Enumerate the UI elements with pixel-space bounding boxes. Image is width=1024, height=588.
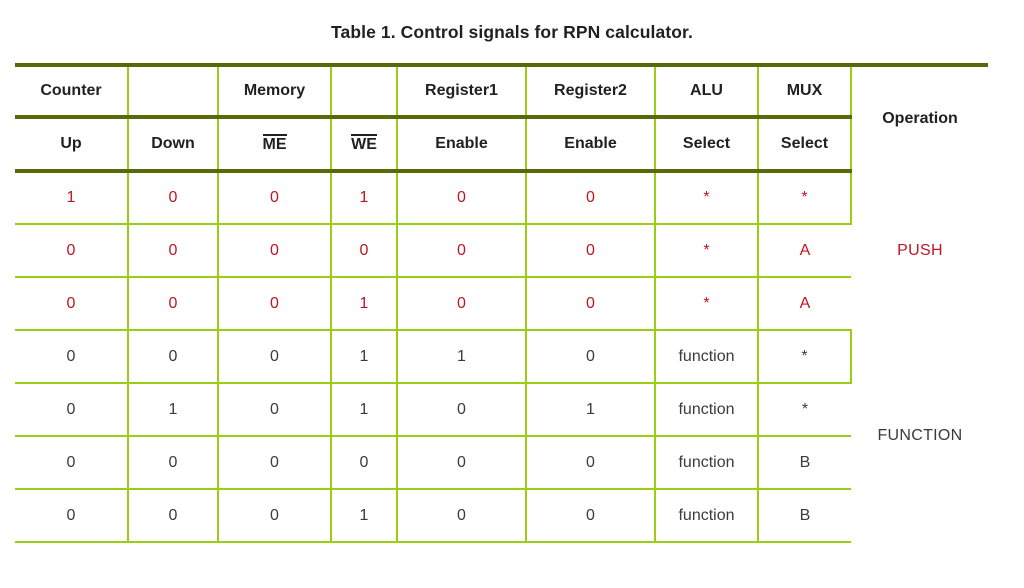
cell-we: 0 [330, 224, 397, 278]
header-group-blank-down [127, 63, 218, 119]
table-row: 0 0 0 0 0 0 * A [15, 224, 988, 278]
cell-register2: 0 [525, 277, 655, 331]
cell-we: 1 [330, 330, 397, 384]
cell-alu: function [654, 489, 758, 543]
header-group-counter: Counter [15, 63, 128, 119]
cell-me: 0 [217, 171, 331, 225]
table-header-row-units: Counter Memory Register1 Register2 ALU M… [15, 63, 988, 171]
cell-we: 1 [330, 277, 397, 331]
cell-me: 0 [217, 224, 331, 278]
header-signal-alu-select: Select [654, 117, 758, 173]
cell-mux: B [757, 436, 851, 490]
header-signal-up: Up [15, 117, 128, 173]
cell-down: 1 [127, 383, 218, 437]
cell-alu: function [654, 383, 758, 437]
cell-up: 0 [15, 330, 128, 384]
table-row: 1 0 0 1 0 0 * * PUSH [15, 171, 988, 330]
operation-cell-function: FUNCTION [851, 330, 988, 542]
cell-me: 0 [217, 330, 331, 384]
header-signal-mux-select-label: Select [780, 135, 829, 152]
cell-mux: * [757, 383, 851, 437]
cell-up: 0 [15, 436, 128, 490]
cell-register1: 0 [396, 224, 526, 278]
cell-up: 1 [15, 171, 128, 225]
table-row: 0 0 0 1 0 0 function B [15, 489, 988, 543]
cell-we: 0 [330, 436, 397, 490]
cell-alu: * [654, 171, 758, 225]
cell-we: 1 [330, 171, 397, 225]
header-group-alu: ALU [654, 63, 758, 119]
header-signal-me-label: ME [262, 134, 287, 153]
cell-up: 0 [15, 277, 128, 331]
header-signal-register1-enable: Enable [396, 117, 526, 173]
cell-down: 0 [127, 436, 218, 490]
header-signal-we-label: WE [351, 134, 377, 153]
table-header-row-signals: Up Down ME WE Enable Enable [15, 117, 988, 173]
operation-cell-push: PUSH [851, 171, 988, 330]
cell-mux: * [757, 330, 852, 384]
header-group-register1: Register1 [396, 63, 526, 119]
cell-me: 0 [217, 277, 331, 331]
cell-register2: 0 [525, 436, 655, 490]
cell-we: 1 [330, 489, 397, 543]
cell-register2: 1 [525, 383, 655, 437]
cell-down: 0 [127, 489, 218, 543]
table-row: 0 1 0 1 0 1 function * [15, 383, 988, 437]
cell-me: 0 [217, 383, 331, 437]
table-row: 0 0 0 1 0 0 * A [15, 277, 988, 331]
header-signal-up-label: Up [60, 135, 82, 152]
cell-me: 0 [217, 489, 331, 543]
page-title: Table 1. Control signals for RPN calcula… [331, 22, 693, 42]
header-signal-register1-enable-label: Enable [435, 135, 488, 152]
cell-alu: * [654, 224, 758, 278]
cell-register1: 0 [396, 277, 526, 331]
control-signals-table-wrapper: Counter Memory Register1 Register2 ALU M… [15, 63, 988, 543]
cell-down: 0 [127, 224, 218, 278]
header-operation: Operation [851, 63, 988, 171]
cell-up: 0 [15, 383, 128, 437]
cell-mux: B [757, 489, 851, 543]
header-group-register2: Register2 [525, 63, 655, 119]
header-signal-me: ME [217, 117, 331, 173]
table-row: 0 0 0 1 1 0 function * FUNCTION [15, 330, 988, 542]
cell-alu: function [654, 330, 758, 384]
cell-me: 0 [217, 436, 331, 490]
cell-register1: 0 [396, 489, 526, 543]
header-group-memory: Memory [217, 63, 331, 119]
cell-mux: A [757, 224, 851, 278]
header-signal-mux-select: Select [757, 117, 852, 173]
header-group-blank-we [330, 63, 397, 119]
cell-mux: * [757, 171, 852, 225]
cell-register2: 0 [525, 330, 655, 384]
header-signal-register2-enable: Enable [525, 117, 655, 173]
cell-we: 1 [330, 383, 397, 437]
table-row: 0 0 0 0 0 0 function B [15, 436, 988, 490]
control-signals-table: Counter Memory Register1 Register2 ALU M… [15, 63, 988, 543]
cell-alu: * [654, 277, 758, 331]
header-signal-we: WE [330, 117, 397, 173]
cell-register1: 0 [396, 171, 526, 225]
header-signal-down-label: Down [151, 135, 195, 152]
cell-down: 0 [127, 171, 218, 225]
cell-register1: 1 [396, 330, 526, 384]
cell-register1: 0 [396, 436, 526, 490]
header-signal-register2-enable-label: Enable [564, 135, 617, 152]
cell-down: 0 [127, 277, 218, 331]
cell-down: 0 [127, 330, 218, 384]
cell-up: 0 [15, 224, 128, 278]
cell-register1: 0 [396, 383, 526, 437]
cell-register2: 0 [525, 224, 655, 278]
cell-register2: 0 [525, 489, 655, 543]
cell-up: 0 [15, 489, 128, 543]
header-signal-alu-select-label: Select [682, 135, 731, 152]
header-signal-down: Down [127, 117, 218, 173]
cell-mux: A [757, 277, 851, 331]
cell-register2: 0 [525, 171, 655, 225]
cell-alu: function [654, 436, 758, 490]
header-group-mux: MUX [757, 63, 852, 119]
